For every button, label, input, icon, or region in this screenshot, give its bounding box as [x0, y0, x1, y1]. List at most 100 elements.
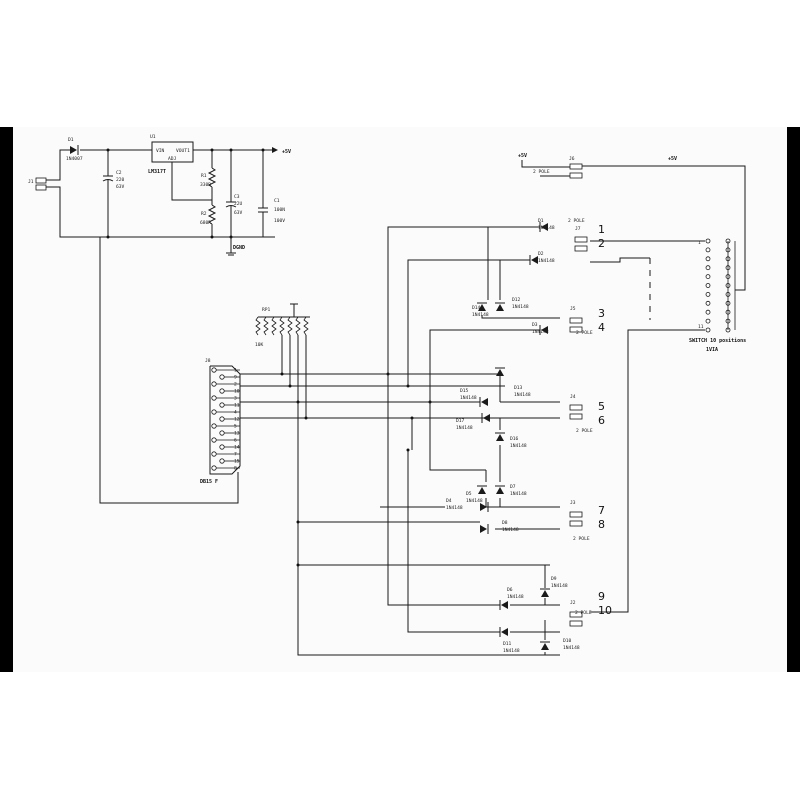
- switch-contact: [705, 274, 711, 280]
- r2-value: 680R: [200, 220, 211, 226]
- j6-type: 2 POLE: [533, 169, 550, 175]
- diode-part: 1N4148: [456, 425, 473, 431]
- switch-contact: [705, 309, 711, 315]
- c3-ref: C3: [234, 194, 240, 200]
- diode-part: 1N4148: [538, 258, 555, 264]
- diode-ref: D13: [514, 385, 523, 391]
- diode-part: 1N4148: [563, 645, 580, 651]
- db15-pin-label: 8: [234, 466, 237, 472]
- diode-part: 1N4148: [512, 304, 529, 310]
- d1-part: 1N4007: [66, 156, 83, 162]
- connector-number-b: 4: [598, 321, 605, 334]
- switch-pin-last: 11: [698, 324, 704, 330]
- db15-pin: [211, 423, 217, 429]
- diode-ref: D7: [510, 484, 516, 490]
- db15-pin-label: 14: [234, 445, 240, 451]
- db15-pin: [211, 395, 217, 401]
- u1-part: LM317T: [148, 169, 166, 175]
- switch-contact: [705, 291, 711, 297]
- connector-type: 2 POLE: [568, 218, 585, 224]
- switch-contact: [705, 327, 711, 333]
- connector-number-a: 7: [598, 504, 605, 517]
- diode-part: 1N4148: [502, 527, 519, 533]
- diode-ref: D9: [551, 576, 557, 582]
- page-margin-top: [0, 0, 800, 127]
- scan-border-left: [0, 127, 13, 672]
- diode-part: 1N4148: [538, 225, 555, 231]
- u1-adj: ADJ: [168, 156, 177, 162]
- switch-contact: [705, 300, 711, 306]
- vertical-trunks: [296, 226, 560, 656]
- db15-pin: [211, 409, 217, 415]
- diode-ref: D1: [538, 218, 544, 224]
- u1-vout: VOUT1: [176, 148, 190, 154]
- connector-number-a: 5: [598, 400, 605, 413]
- diode-ref: D14: [472, 305, 481, 311]
- diode-ref: D8: [502, 520, 508, 526]
- db15-pin: [219, 388, 225, 394]
- db15-pin: [219, 416, 225, 422]
- connector-number-a: 1: [598, 223, 605, 236]
- diode-ref: D6: [507, 587, 513, 593]
- connector-ref: J7: [575, 226, 581, 232]
- c3-capacitor: C3 22U 63V: [225, 150, 243, 237]
- connector-type: 2 POLE: [576, 330, 593, 336]
- db15-pin: [211, 367, 217, 373]
- j6-ref: J6: [569, 156, 575, 162]
- switch-contact: [705, 256, 711, 262]
- db15-pin: [211, 465, 217, 471]
- diode-ref: D3: [532, 322, 538, 328]
- db15-pin-label: 9: [234, 375, 237, 381]
- diode-part: 1N4148: [460, 395, 477, 401]
- page-margin-bottom: [0, 672, 800, 800]
- connector-ref: J2: [570, 600, 576, 606]
- c1-volt: 100V: [274, 218, 285, 224]
- connector-number-a: 9: [598, 590, 605, 603]
- diode-ref: D11: [503, 641, 512, 647]
- db15-pin-label: 11: [234, 403, 240, 409]
- connector-ref: J5: [570, 306, 576, 312]
- db15-pin-label: 5: [234, 424, 237, 430]
- diode-ref: D15: [460, 388, 469, 394]
- db15-pin-label: 6: [234, 438, 237, 444]
- r2-resistor: R2 680R: [200, 204, 217, 237]
- db15-pin-label: 7: [234, 452, 237, 458]
- connector-ref: J3: [570, 500, 576, 506]
- switch-pin-first: 1: [698, 240, 701, 246]
- db15-pin-label: 4: [234, 410, 237, 416]
- connector-type: 2 POLE: [576, 428, 593, 434]
- diode-ref: D10: [563, 638, 572, 644]
- r1-resistor: R1 330R: [200, 150, 217, 205]
- switch-contact: [705, 283, 711, 288]
- c1-ref: C1: [274, 198, 280, 204]
- diode-part: 1N4148: [510, 491, 527, 497]
- vout-label: +5V: [282, 149, 291, 155]
- db15-pin: [219, 374, 225, 380]
- switch-part: 1VIA: [706, 347, 718, 353]
- c2-value: 220: [116, 177, 125, 183]
- r1-value: 330R: [200, 182, 211, 188]
- switch-contact: [705, 238, 711, 244]
- db15-pin-label: 1: [234, 368, 237, 374]
- diode-part: 1N4148: [510, 443, 527, 449]
- rp1-resistor-pack: RP1 10K: [255, 303, 310, 418]
- j1-connector: J1: [28, 177, 47, 191]
- db15-pin: [211, 437, 217, 443]
- diode-ref: D16: [510, 436, 519, 442]
- rp1-ref: RP1: [262, 307, 271, 313]
- r2-ref: R2: [201, 211, 207, 217]
- u1-vin: VIN: [156, 148, 165, 154]
- c1-capacitor: C1 100N 100V: [258, 150, 285, 237]
